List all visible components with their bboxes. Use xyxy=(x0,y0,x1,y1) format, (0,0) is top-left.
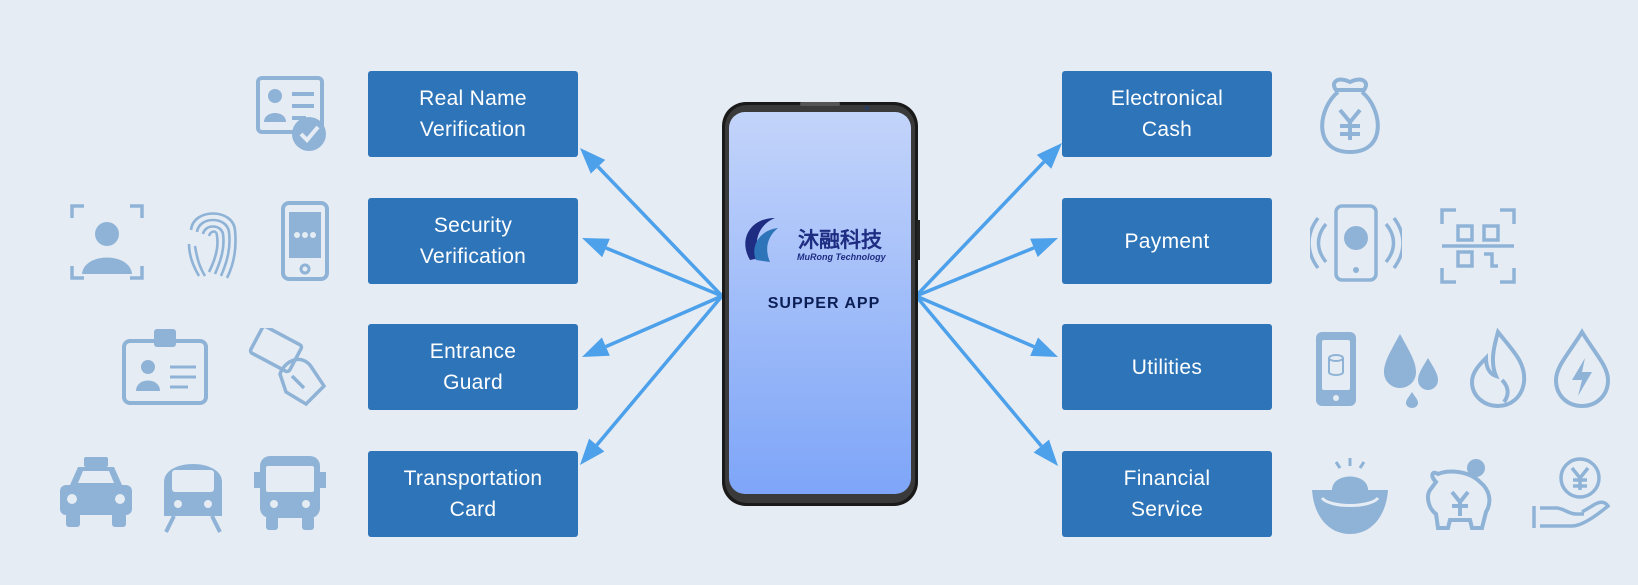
bus-icon xyxy=(254,456,326,530)
box-label-line1: Payment xyxy=(1124,229,1210,253)
piggy-bank-icon xyxy=(1426,459,1492,530)
qr-code-icon xyxy=(1440,208,1516,284)
employee-badge-icon xyxy=(122,329,208,405)
arrow-electronical-cash xyxy=(914,143,1062,298)
smartphone: 沐融科技 MuRong Technology SUPPER APP xyxy=(722,102,920,506)
box-label-line2: Cash xyxy=(1141,118,1193,141)
box-real-name-verification: Real Name Verification xyxy=(368,71,578,157)
arrow-transportation xyxy=(580,294,724,465)
box-payment: Payment xyxy=(1062,198,1272,284)
gas-meter-icon xyxy=(1316,332,1356,406)
arrow-utilities xyxy=(915,294,1058,357)
box-transportation-card: Transportation Card xyxy=(368,451,578,537)
box-label-line1: Real Name xyxy=(419,87,527,110)
taxi-icon xyxy=(60,457,132,527)
box-label-line1: Utilities xyxy=(1131,355,1203,379)
nfc-payment-icon xyxy=(1310,204,1402,282)
box-label-line2: Guard xyxy=(443,371,503,394)
arrow-financial xyxy=(914,294,1058,466)
phone-code-icon xyxy=(281,201,329,281)
fire-icon xyxy=(1469,328,1527,408)
arrow-security xyxy=(582,238,723,298)
box-entrance-guard: Entrance Guard xyxy=(368,324,578,410)
id-card-verified-icon xyxy=(256,76,326,151)
box-label-line1: Transportation xyxy=(403,467,543,490)
box-label-line1: Electronical xyxy=(1110,87,1224,110)
box-label-line2: Verification xyxy=(419,118,527,141)
box-label-line2: Service xyxy=(1130,498,1204,521)
box-financial-service: Financial Service xyxy=(1062,451,1272,537)
box-label-line1: Security xyxy=(433,214,513,237)
box-electronical-cash: Electronical Cash xyxy=(1062,71,1272,157)
box-label-line2: Card xyxy=(449,498,497,521)
electricity-icon xyxy=(1553,328,1611,408)
box-security-verification: Security Verification xyxy=(368,198,578,284)
arrow-entrance xyxy=(582,294,723,357)
gold-ingot-icon xyxy=(1312,458,1388,534)
logo-chinese-name: 沐融科技 xyxy=(798,228,883,252)
card-swipe-icon xyxy=(248,328,327,407)
logo-english-name: MuRong Technology xyxy=(797,252,887,262)
face-scan-icon xyxy=(70,204,144,280)
box-label-line2: Verification xyxy=(419,245,527,268)
box-label-line1: Entrance xyxy=(429,340,517,363)
box-utilities: Utilities xyxy=(1062,324,1272,410)
arrow-payment xyxy=(915,238,1058,298)
phone-caption: SUPPER APP xyxy=(768,295,881,312)
water-icon xyxy=(1384,334,1438,408)
train-icon xyxy=(164,464,222,533)
fingerprint-icon xyxy=(187,212,237,279)
arrow-real-name xyxy=(580,148,724,298)
box-label-line1: Financial xyxy=(1123,467,1211,490)
money-bag-icon xyxy=(1320,77,1380,155)
murong-logo-icon xyxy=(745,218,778,262)
hand-coin-icon xyxy=(1532,457,1611,528)
